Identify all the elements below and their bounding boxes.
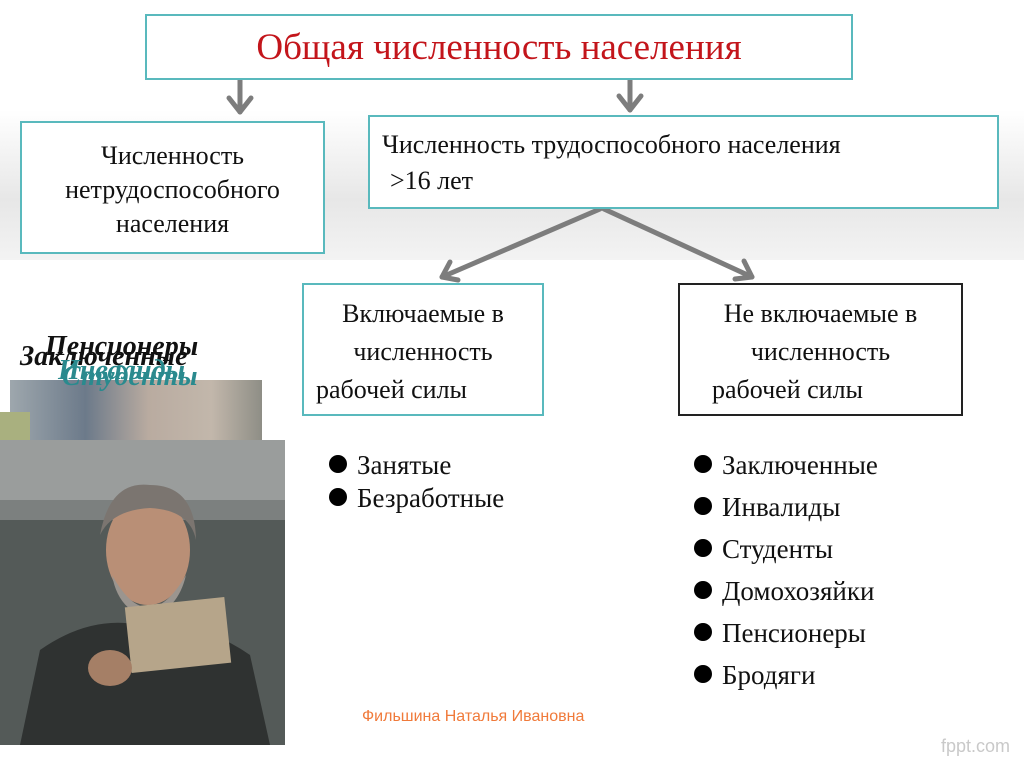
nonworking-population-box: Численность нетрудоспособного населения — [20, 121, 325, 254]
arrow-to-working-head — [616, 93, 644, 113]
background-photo-strip — [10, 380, 262, 444]
included-label: Включаемые в численность рабочей силы — [304, 295, 542, 409]
excluded-line-2: численность — [750, 337, 891, 366]
bullet-icon — [694, 623, 712, 641]
included-line-1: Включаемые в — [342, 299, 504, 328]
list-item: Заключенные — [692, 449, 878, 481]
brand-watermark: fppt.com — [940, 736, 1010, 756]
vagrant-illustration — [0, 440, 285, 745]
working-age-label: Численность трудоспособного населения — [382, 130, 841, 159]
nonworking-line-2: нетрудоспособного — [65, 175, 280, 204]
list-item: Студенты — [692, 533, 878, 565]
list-item-label: Домохозяйки — [722, 576, 875, 606]
excluded-line-3: рабочей силы — [712, 375, 864, 404]
working-age-threshold: >16 лет — [390, 166, 474, 195]
excluded-labor-force-box: Не включаемые в численность рабочей силы — [678, 283, 963, 416]
nonworking-line-3: населения — [115, 209, 230, 238]
list-item: Домохозяйки — [692, 575, 878, 607]
arrow-to-nonworking-head — [226, 95, 254, 115]
arrow-to-included — [439, 206, 603, 280]
page-title: Общая численность населения — [256, 27, 742, 68]
vagrant-photo — [0, 440, 285, 745]
arrow-to-included-head — [439, 259, 461, 283]
bullet-icon — [694, 539, 712, 557]
included-line-3: рабочей силы — [316, 375, 468, 404]
overlap-label-prisoners: Заключенные — [20, 341, 188, 372]
list-item: Безработные — [327, 482, 504, 514]
title-box: Общая численность населения — [145, 14, 853, 80]
list-item-label: Студенты — [722, 534, 834, 564]
author-credit: Фильшина Наталья Ивановна — [362, 708, 585, 725]
list-item: Пенсионеры — [692, 617, 878, 649]
included-line-2: численность — [353, 337, 493, 366]
nonworking-line-1: Численность — [100, 141, 245, 170]
list-item-label: Занятые — [357, 450, 452, 480]
overlap-label-pensioners: Пенсионеры — [45, 331, 199, 362]
arrow-to-excluded-head — [732, 258, 755, 282]
bullet-icon — [694, 581, 712, 599]
bullet-icon — [329, 488, 347, 506]
list-item: Инвалиды — [692, 491, 878, 523]
list-item-label: Инвалиды — [722, 492, 841, 522]
overlap-label-disabled: Инвалиды — [58, 355, 185, 386]
list-item-label: Безработные — [357, 483, 505, 513]
included-labor-force-box: Включаемые в численность рабочей силы — [302, 283, 544, 416]
list-item-label: Бродяги — [722, 660, 816, 690]
excluded-label: Не включаемые в численность рабочей силы — [680, 295, 961, 409]
bullet-icon — [694, 497, 712, 515]
excluded-line-1: Не включаемые в — [723, 299, 918, 328]
nonworking-population-label: Численность нетрудоспособного населения — [22, 139, 323, 241]
bullet-icon — [329, 455, 347, 473]
list-item: Занятые — [327, 449, 504, 481]
arrow-to-excluded — [601, 206, 755, 280]
list-item-label: Заключенные — [722, 450, 878, 480]
included-list: Занятые Безработные — [327, 449, 504, 515]
working-age-population-box: Численность трудоспособного населения >1… — [368, 115, 999, 209]
bullet-icon — [694, 665, 712, 683]
overlap-label-students: Студенты — [62, 361, 198, 392]
excluded-list: Заключенные Инвалиды Студенты Домохозяйк… — [692, 449, 878, 701]
list-item-label: Пенсионеры — [722, 618, 866, 648]
list-item: Бродяги — [692, 659, 878, 691]
bullet-icon — [694, 455, 712, 473]
